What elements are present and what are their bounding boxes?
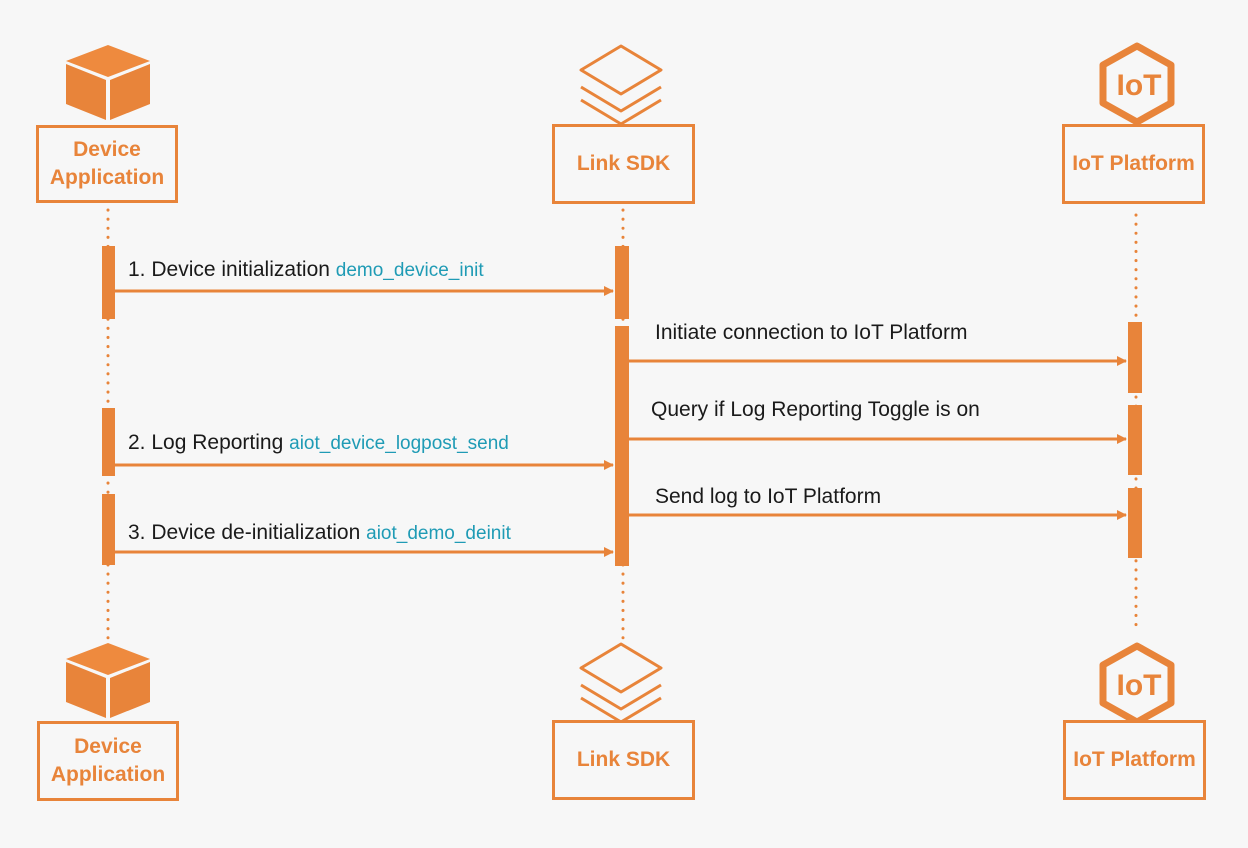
message-initiate-connection: Initiate connection to IoT Platform — [655, 321, 967, 345]
message-text: Initiate connection to IoT Platform — [655, 321, 968, 344]
activation-app-init — [102, 246, 115, 319]
iot-icon-text: IoT — [1117, 669, 1162, 702]
participant-device-application-bottom: Device Application — [37, 721, 179, 801]
message-text: Query if Log Reporting Toggle is on — [651, 398, 980, 421]
activation-sdk-init — [615, 246, 629, 319]
activation-app-log — [102, 408, 115, 476]
activation-iot-log — [1128, 488, 1142, 558]
participant-label: IoT Platform — [1073, 748, 1196, 771]
participant-iot-platform-bottom: IoT Platform — [1063, 720, 1206, 800]
participant-label: Application — [49, 166, 165, 189]
activation-iot-connect — [1128, 322, 1142, 393]
function-name: aiot_demo_deinit — [366, 523, 511, 544]
iot-hexagon-icon: IoT — [1099, 642, 1175, 726]
layers-icon — [579, 642, 663, 724]
message-device-deinit: 3. Device de-initialization aiot_demo_de… — [128, 521, 511, 545]
participant-label: Link SDK — [576, 152, 671, 175]
iot-icon-text: IoT — [1117, 69, 1162, 102]
message-text: 1. Device initialization — [128, 258, 330, 281]
participant-label: Link SDK — [576, 748, 671, 771]
message-query-toggle: Query if Log Reporting Toggle is on — [651, 398, 980, 422]
function-name: aiot_device_logpost_send — [289, 433, 509, 454]
participant-device-application-top: Device Application — [36, 125, 178, 203]
cube-icon — [66, 45, 150, 120]
participant-iot-platform-top: IoT Platform — [1062, 124, 1205, 204]
message-text: 3. Device de-initialization — [128, 521, 361, 544]
activation-iot-query — [1128, 405, 1142, 475]
participant-label: Device — [74, 735, 142, 758]
layers-icon — [579, 44, 663, 126]
activation-sdk-main — [615, 326, 629, 566]
participant-link-sdk-bottom: Link SDK — [552, 720, 695, 800]
participant-label: Application — [50, 763, 166, 786]
participant-link-sdk-top: Link SDK — [552, 124, 695, 204]
iot-hexagon-icon: IoT — [1099, 42, 1175, 126]
message-text: 2. Log Reporting — [128, 431, 284, 454]
message-text: Send log to IoT Platform — [655, 485, 882, 508]
participant-label: IoT Platform — [1072, 152, 1195, 175]
cube-icon — [66, 643, 150, 718]
function-name: demo_device_init — [335, 260, 484, 281]
participant-label: Device — [73, 138, 141, 161]
message-log-reporting: 2. Log Reporting aiot_device_logpost_sen… — [128, 431, 509, 455]
message-device-init: 1. Device initialization demo_device_ini… — [128, 258, 484, 282]
message-send-log: Send log to IoT Platform — [655, 485, 881, 509]
activation-app-deinit — [102, 494, 115, 565]
